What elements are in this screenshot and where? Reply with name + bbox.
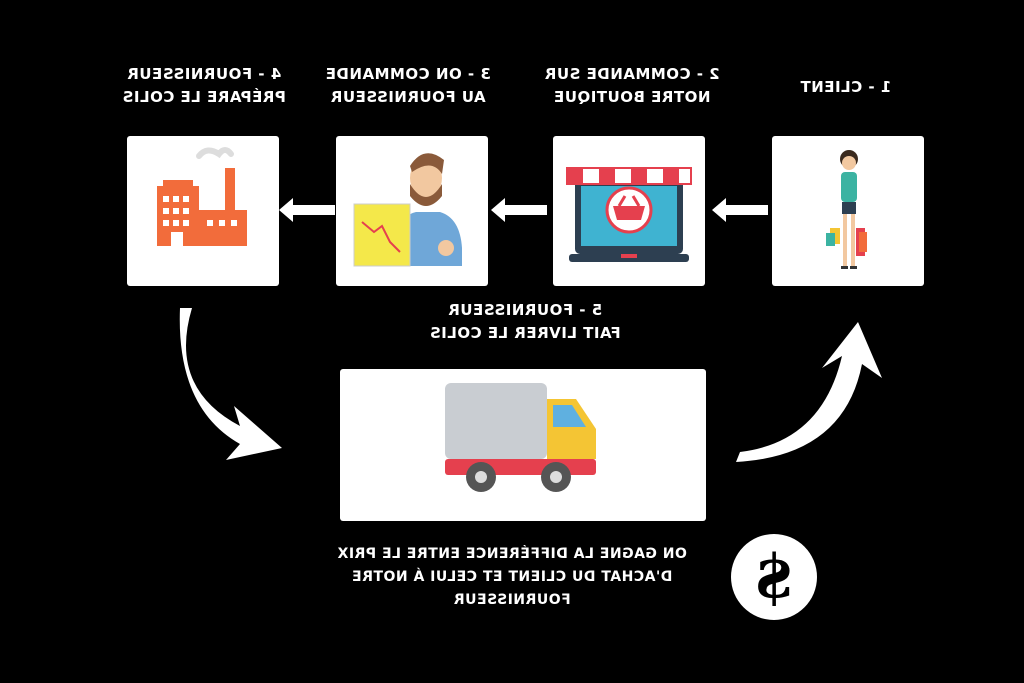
delivery-truck-icon bbox=[445, 383, 596, 492]
supplier-man-icon bbox=[353, 153, 462, 267]
profit-text: ON GAGNE LA DIFFÉRENCE ENTRE LE PRIX D'A… bbox=[337, 546, 687, 608]
arrow-3-to-4 bbox=[279, 198, 335, 222]
dollar-icon: $ bbox=[731, 534, 817, 620]
step-1-label: 1 - CLIENT bbox=[800, 78, 892, 96]
shop-box bbox=[553, 136, 705, 286]
shop-laptop-icon bbox=[566, 167, 692, 262]
step-5-label: 5 - FOURNISSEUR FAIT LIVRER LE COLIS bbox=[429, 301, 621, 342]
dollar-symbol: $ bbox=[753, 542, 795, 612]
arrow-2-to-3 bbox=[491, 198, 547, 222]
supplier-box bbox=[336, 136, 488, 286]
step-2-label: 2 - COMMANDE SUR NOTRE BOUTIQUE bbox=[544, 65, 720, 106]
factory-box bbox=[127, 136, 279, 286]
step-3-label: 3 - ON COMMANDE AU FOURNISSEUR bbox=[325, 65, 491, 106]
curved-arrow-up-icon bbox=[736, 322, 882, 462]
delivery-box bbox=[340, 369, 706, 521]
arrow-1-to-2 bbox=[712, 198, 768, 222]
factory-icon bbox=[157, 147, 247, 246]
curved-arrow-down-icon bbox=[179, 308, 282, 460]
step-4-label: 4 - FOURNISSEUR PRÉPARE LE COLIS bbox=[122, 65, 286, 106]
client-box bbox=[772, 136, 924, 286]
shopper-icon bbox=[826, 150, 867, 269]
